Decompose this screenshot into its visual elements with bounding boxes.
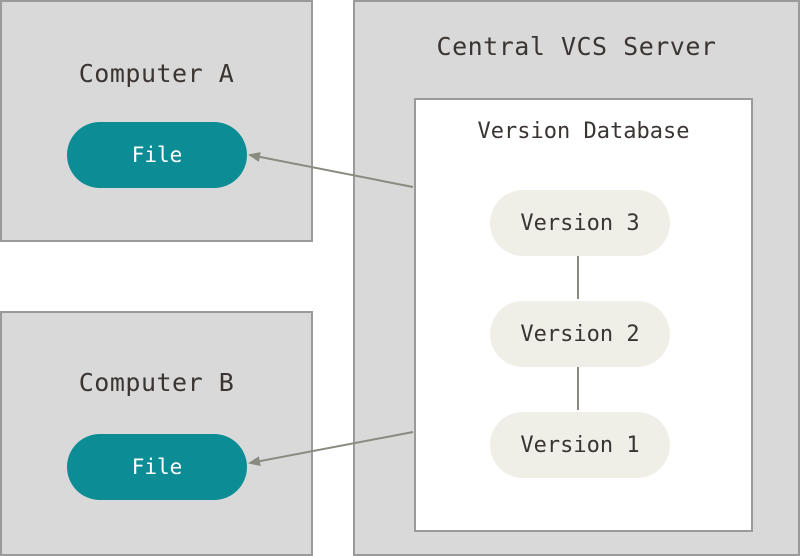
server-title: Central VCS Server [436, 32, 717, 61]
central-vcs-server-box: Central VCS Server Version Database Vers… [353, 0, 800, 556]
version-database-title: Version Database [477, 119, 690, 144]
version-3-pill: Version 3 [490, 190, 670, 256]
computer-b-box: Computer B File [0, 311, 313, 556]
version-database-box: Version Database Version 3 Version 2 Ver… [414, 98, 753, 532]
version-1-pill: Version 1 [490, 412, 670, 478]
computer-a-box: Computer A File [0, 0, 313, 242]
computer-b-file: File [67, 434, 247, 500]
computer-a-file: File [67, 122, 247, 188]
version-2-pill: Version 2 [490, 301, 670, 367]
computer-b-title: Computer B [78, 368, 235, 397]
computer-a-title: Computer A [78, 59, 235, 88]
